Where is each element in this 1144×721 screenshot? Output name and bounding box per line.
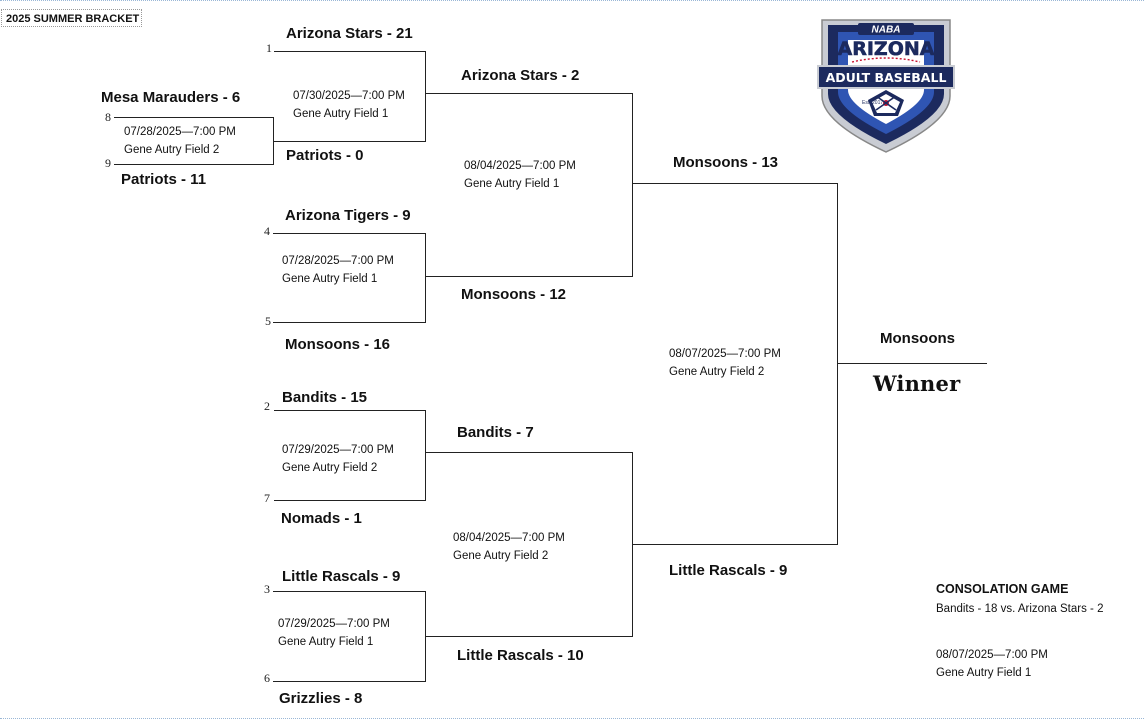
game-field: Gene Autry Field 2 bbox=[124, 144, 220, 156]
logo-top-text: NABA bbox=[872, 25, 901, 36]
team-grizzlies: Grizzlies - 8 bbox=[279, 690, 363, 707]
game-date: 08/07/2025—7:00 PM bbox=[936, 649, 1048, 661]
bracket-line bbox=[114, 164, 274, 165]
game-field: Gene Autry Field 1 bbox=[293, 108, 389, 120]
team-nomads: Nomads - 1 bbox=[281, 510, 362, 527]
team-patriots: Patriots - 11 bbox=[121, 171, 207, 188]
bracket-title: 2025 SUMMER BRACKET bbox=[1, 9, 142, 27]
bracket-line bbox=[837, 183, 838, 545]
seed-label: 2 bbox=[264, 399, 270, 413]
team-mesa-marauders: Mesa Marauders - 6 bbox=[101, 89, 241, 106]
game-info-semi-bottom: 08/04/2025—7:00 PM Gene Autry Field 2 bbox=[453, 529, 565, 565]
bracket-line bbox=[425, 51, 426, 142]
game-date: 08/04/2025—7:00 PM bbox=[453, 532, 565, 544]
game-info-final: 08/07/2025—7:00 PM Gene Autry Field 2 bbox=[669, 345, 781, 381]
team-bandits: Bandits - 7 bbox=[457, 424, 534, 441]
game-field: Gene Autry Field 2 bbox=[453, 550, 549, 562]
team-bandits: Bandits - 15 bbox=[282, 389, 368, 406]
team-little-rascals: Little Rascals - 10 bbox=[457, 647, 584, 664]
bracket-line bbox=[273, 233, 426, 234]
seed-label: 7 bbox=[264, 491, 270, 505]
seed-label: 8 bbox=[105, 110, 111, 124]
game-date: 07/29/2025—7:00 PM bbox=[278, 618, 390, 630]
team-monsoons: Monsoons - 13 bbox=[673, 154, 779, 171]
team-arizona-stars: Arizona Stars - 21 bbox=[286, 25, 413, 42]
team-monsoons: Monsoons - 16 bbox=[285, 336, 391, 353]
seed-label: 3 bbox=[264, 582, 270, 596]
game-info-play-in: 07/28/2025—7:00 PM Gene Autry Field 2 bbox=[124, 123, 236, 159]
game-field: Gene Autry Field 1 bbox=[278, 636, 374, 648]
consolation-title: CONSOLATION GAME bbox=[936, 582, 1069, 596]
seed-label: 5 bbox=[265, 314, 271, 328]
seed-label: 6 bbox=[264, 671, 270, 685]
bracket-line bbox=[425, 93, 633, 94]
team-little-rascals: Little Rascals - 9 bbox=[282, 568, 401, 585]
game-date: 07/30/2025—7:00 PM bbox=[293, 90, 405, 102]
consolation-info: 08/07/2025—7:00 PM Gene Autry Field 1 bbox=[936, 646, 1048, 682]
game-date: 07/29/2025—7:00 PM bbox=[282, 444, 394, 456]
game-date: 07/28/2025—7:00 PM bbox=[124, 126, 236, 138]
bracket-line bbox=[632, 183, 838, 184]
seed-label: 1 bbox=[266, 41, 272, 55]
winner-line bbox=[837, 363, 987, 364]
team-little-rascals: Little Rascals - 9 bbox=[669, 562, 788, 579]
bracket-line bbox=[425, 452, 633, 453]
bracket-line bbox=[632, 544, 838, 545]
logo-est-text: Est. 2017 bbox=[862, 100, 883, 106]
game-date: 07/28/2025—7:00 PM bbox=[282, 255, 394, 267]
bracket-line bbox=[274, 141, 426, 142]
game-field: Gene Autry Field 1 bbox=[282, 273, 378, 285]
winner-label: Winner bbox=[873, 371, 961, 396]
page-border-top bbox=[0, 0, 1144, 1]
bracket-line bbox=[425, 233, 426, 323]
logo-banner-text: ADULT BASEBALL bbox=[826, 70, 947, 85]
team-monsoons: Monsoons - 12 bbox=[461, 286, 567, 303]
bracket-line bbox=[273, 591, 426, 592]
game-field: Gene Autry Field 1 bbox=[464, 178, 560, 190]
game-field: Gene Autry Field 2 bbox=[669, 366, 765, 378]
seed-label: 9 bbox=[105, 156, 111, 170]
winner-team: Monsoons bbox=[880, 330, 955, 347]
logo-main-text: ARIZONA bbox=[838, 38, 935, 60]
game-info-tigers: 07/28/2025—7:00 PM Gene Autry Field 1 bbox=[282, 252, 394, 288]
game-field: Gene Autry Field 2 bbox=[282, 462, 378, 474]
page-border-bottom bbox=[0, 718, 1144, 719]
game-date: 08/04/2025—7:00 PM bbox=[464, 160, 576, 172]
bracket-line bbox=[273, 681, 426, 682]
game-info-bandits: 07/29/2025—7:00 PM Gene Autry Field 2 bbox=[282, 441, 394, 477]
bracket-line bbox=[273, 322, 426, 323]
team-arizona-tigers: Arizona Tigers - 9 bbox=[285, 207, 411, 224]
bracket-line bbox=[274, 51, 426, 52]
naba-arizona-logo: NABA ARIZONA ADULT BASEBALL Est. 2017 bbox=[817, 19, 955, 153]
team-arizona-stars: Arizona Stars - 2 bbox=[461, 67, 580, 84]
game-info-rascals: 07/29/2025—7:00 PM Gene Autry Field 1 bbox=[278, 615, 390, 651]
bracket-line bbox=[425, 410, 426, 501]
game-info-stars: 07/30/2025—7:00 PM Gene Autry Field 1 bbox=[293, 87, 405, 123]
bracket-line bbox=[273, 141, 274, 142]
bracket-line bbox=[273, 117, 274, 164]
bracket-line bbox=[632, 93, 633, 277]
game-date: 08/07/2025—7:00 PM bbox=[669, 348, 781, 360]
bracket-line bbox=[274, 410, 426, 411]
consolation-result: Bandits - 18 vs. Arizona Stars - 2 bbox=[936, 603, 1104, 615]
game-field: Gene Autry Field 1 bbox=[936, 667, 1032, 679]
game-info-semi-top: 08/04/2025—7:00 PM Gene Autry Field 1 bbox=[464, 157, 576, 193]
seed-label: 4 bbox=[264, 224, 270, 238]
bracket-line bbox=[274, 500, 426, 501]
bracket-line bbox=[425, 276, 633, 277]
bracket-line bbox=[425, 636, 633, 637]
bracket-line bbox=[114, 117, 274, 118]
team-patriots: Patriots - 0 bbox=[286, 147, 364, 164]
